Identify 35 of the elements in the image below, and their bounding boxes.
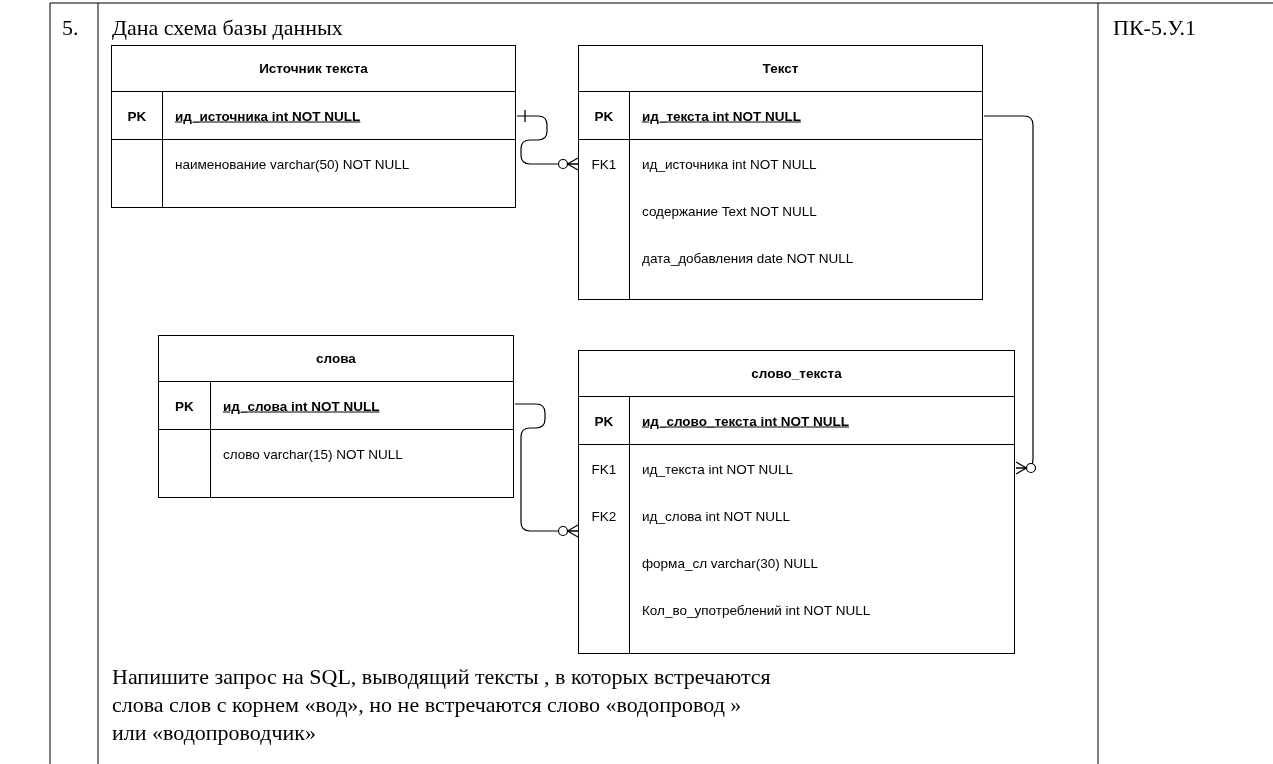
column-field: слово varchar(15) NOT NULL (223, 446, 403, 461)
column-field: ид_источника int NOT NULL (642, 156, 817, 171)
task-text: Напишите запрос на SQL, выводящий тексты , в которых встречаются слова слов с корнем «вод», но не встречаются слово «водопровод » или «водопроводчик» (112, 663, 772, 747)
key-marker: FK2 (590, 508, 618, 523)
column-field: наименование varchar(50) NOT NULL (175, 156, 410, 171)
table-name: Источник текста (259, 61, 368, 76)
column-field: содержание Text NOT NULL (642, 203, 817, 218)
key-marker: PK (126, 108, 148, 123)
entity-table (578, 350, 1015, 654)
competency-code: ПК-5.У.1 (1113, 14, 1196, 42)
entity-table (578, 45, 983, 300)
column-field: ид_текста int NOT NULL (642, 461, 794, 476)
column-field: Кол_во_употреблений int NOT NULL (642, 602, 871, 617)
primary-key-field: ид_источника int NOT NULL (175, 108, 361, 123)
table-name: слова (316, 351, 356, 366)
key-marker: PK (593, 108, 615, 123)
column-field: дата_добавления date NOT NULL (642, 250, 854, 265)
table-name: Текст (762, 61, 799, 76)
key-marker: PK (593, 413, 615, 428)
entity-table (158, 335, 514, 498)
task-heading: Дана схема базы данных (112, 14, 343, 42)
column-field: форма_сл varchar(30) NULL (642, 555, 819, 570)
key-marker: PK (174, 398, 195, 413)
primary-key-field: ид_слово_текста int NOT NULL (642, 413, 849, 428)
row-number: 5. (62, 14, 79, 42)
relationship-line (514, 403, 579, 538)
relationship-line (516, 109, 579, 171)
primary-key-field: ид_текста int NOT NULL (642, 108, 801, 123)
primary-key-field: ид_слова int NOT NULL (223, 398, 380, 413)
key-marker: FK1 (590, 156, 618, 171)
column-field: ид_слова int NOT NULL (642, 508, 791, 523)
entity-table (111, 45, 516, 208)
key-marker: FK1 (590, 461, 618, 476)
table-name: слово_текста (751, 366, 842, 381)
relationship-line (983, 115, 1037, 475)
